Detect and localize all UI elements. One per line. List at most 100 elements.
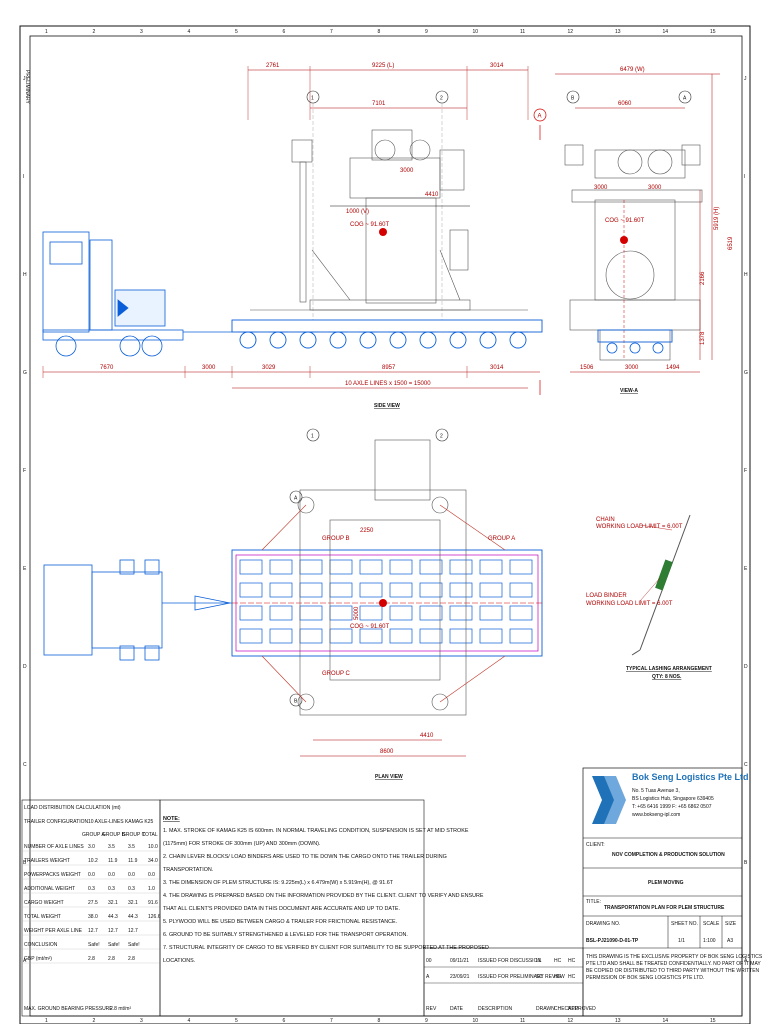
load-table-cell: 0.3	[88, 886, 95, 892]
drawing-no: BSL-PJ21090-D-01-TP	[586, 938, 639, 944]
load-table-cell: 27.5	[88, 900, 98, 906]
wheel-set	[389, 605, 413, 621]
grid-row-F: F	[23, 468, 26, 474]
title-label: TITLE:	[586, 899, 601, 905]
side-cog: COG ~ 91.60T	[350, 222, 390, 228]
grid-col-11: 11	[520, 29, 525, 35]
wheel-set	[329, 605, 353, 621]
revision-header: DRAWN	[536, 1006, 555, 1012]
side-dim-inner: 7101	[372, 101, 386, 107]
load-table-config-label: TRAILER CONFIGURATION	[24, 819, 88, 825]
lashing-binder-wll: WORKING LOAD LIMIT = 6.00T	[586, 601, 673, 607]
plan-group-c: GROUP C	[322, 671, 351, 677]
revision-header: DATE	[450, 1006, 464, 1012]
project-value: PLEM MOVING	[648, 880, 684, 886]
section-mark-top: A	[538, 114, 542, 120]
grid-col-bottom-7: 7	[330, 1018, 333, 1024]
wheel-set	[419, 628, 443, 644]
note-line: 5. PLYWOOD WILL BE USED BETWEEN CARGO & …	[163, 919, 397, 925]
load-table-cell: Safe!	[88, 942, 100, 948]
note-line: 6. GROUND TO BE SUITABLY STRENGTHENED & …	[163, 932, 408, 938]
grid-row-right-C: C	[744, 762, 748, 768]
grid-row-right-H: H	[744, 272, 748, 278]
axle-wheel	[419, 331, 437, 349]
load-table-cell: 38.0	[88, 914, 98, 920]
grid-col-bottom-6: 6	[283, 1018, 286, 1024]
wheel-set	[239, 628, 263, 644]
grid-col-4: 4	[188, 29, 191, 35]
wheel-set	[449, 559, 473, 575]
load-table-cell: 0.0	[108, 872, 115, 878]
load-table-cell: Safe!	[128, 942, 140, 948]
load-table-row-label: ADDITIONAL WEIGHT	[24, 886, 75, 892]
revision-header: APPROVED	[568, 1006, 596, 1012]
grid-col-1: 1	[45, 29, 48, 35]
load-table-row-label: NUMBER OF AXLE LINES	[24, 844, 84, 850]
view-a-v-dim-2: 6519	[728, 236, 734, 250]
view-a-dim-mid-1: 3000	[594, 185, 608, 191]
revision-header: REV	[426, 1006, 437, 1012]
disclaimer-line: PTE LTD AND SHALL BE TREATED CONFIDENTIA…	[586, 961, 761, 967]
lashing-qty: QTY: 8 NOS.	[652, 674, 682, 680]
wheel-set	[389, 582, 413, 598]
view-a-trailer	[597, 329, 673, 354]
grid-row-H: H	[23, 272, 27, 278]
side-view: 2761 9225 (L) 3014 7101 1 2 4410	[42, 63, 547, 409]
load-table-row-label: TRAILERS WEIGHT	[24, 858, 70, 864]
load-table-cell: 3.5	[108, 844, 115, 850]
plan-dim-5000: 5000	[354, 606, 360, 620]
load-table-header: TOTAL	[142, 832, 158, 838]
axle-wheel	[239, 331, 257, 349]
load-table-row-label: WEIGHT PER AXLE LINE	[24, 928, 83, 934]
preliminary-stamp: PRELIMINARY	[24, 70, 30, 104]
load-table-header: GROUP C	[122, 832, 146, 838]
side-height-label: 1000 (V)	[346, 209, 369, 215]
axle-wheel	[509, 331, 527, 349]
note-line: 4. THE DRAWING IS PREPARED BASED ON THE …	[163, 893, 484, 899]
view-a-axis-b: B	[571, 96, 575, 102]
plan-cog: COG ~ 91.60T	[350, 624, 390, 630]
grid-row-E: E	[23, 566, 27, 572]
load-table-title: LOAD DISTRIBUTION CALCULATION (mt)	[24, 805, 121, 811]
side-axle-dim: 10 AXLE LINES x 1500 = 15000	[345, 381, 431, 387]
grid-col-bottom-10: 10	[473, 1018, 479, 1024]
load-table-max-gbp-value: 2.8 mt/m²	[110, 1006, 131, 1012]
load-table-cell: 34.0	[148, 858, 158, 864]
grid-col-10: 10	[473, 29, 479, 35]
wheel-set	[389, 559, 413, 575]
note-line: 1. MAX. STROKE OF KAMAG K25 IS 600mm. IN…	[163, 828, 469, 834]
axle-wheel	[359, 331, 377, 349]
load-table-cell: 10.0	[148, 844, 158, 850]
view-a-v-dim-4: 1378	[700, 331, 706, 345]
disclaimer-line: BE COPIED OR DISTRIBUTED TO THIRD PARTY …	[586, 968, 760, 974]
load-table-config-value: 10 AXLE-LINES KAMAG K25	[88, 819, 154, 825]
wheel-set	[299, 582, 323, 598]
company-name: Bok Seng Logistics Pte Ltd	[632, 772, 749, 782]
revision-cell: ISSUED FOR DISCUSSION	[478, 958, 541, 964]
wheel-set	[419, 605, 443, 621]
grid-row-right-I: I	[744, 174, 745, 180]
wheel-set	[449, 582, 473, 598]
view-a-dim-bottom-2: 3000	[625, 365, 639, 371]
wheel-set	[509, 628, 533, 644]
grid-row-right-D: D	[744, 664, 748, 670]
title-block: Bok Seng Logistics Pte Ltd No. 5 Tuas Av…	[582, 767, 749, 1017]
grid-col-15: 15	[710, 29, 716, 35]
axle-wheel	[479, 331, 497, 349]
revision-cell: 00	[426, 958, 432, 964]
load-table-cell: 44.3	[128, 914, 138, 920]
revision-cell: 23/09/21	[450, 974, 470, 980]
grid-col-bottom-3: 3	[140, 1018, 143, 1024]
col-drawing-no: DRAWING NO.	[586, 921, 620, 927]
wheel-set	[299, 628, 323, 644]
plan-axis-b: B	[294, 699, 298, 705]
wheel-set	[239, 559, 263, 575]
wheel-set	[269, 559, 293, 575]
grid-col-bottom-1: 1	[45, 1018, 48, 1024]
wheel-set	[509, 582, 533, 598]
grid-row-I: I	[23, 174, 24, 180]
revision-cell: HC	[568, 958, 576, 964]
company-phone: T: +65 6416 1999 F: +65 6862 0507	[632, 804, 712, 810]
grid-col-bottom-12: 12	[568, 1018, 574, 1024]
